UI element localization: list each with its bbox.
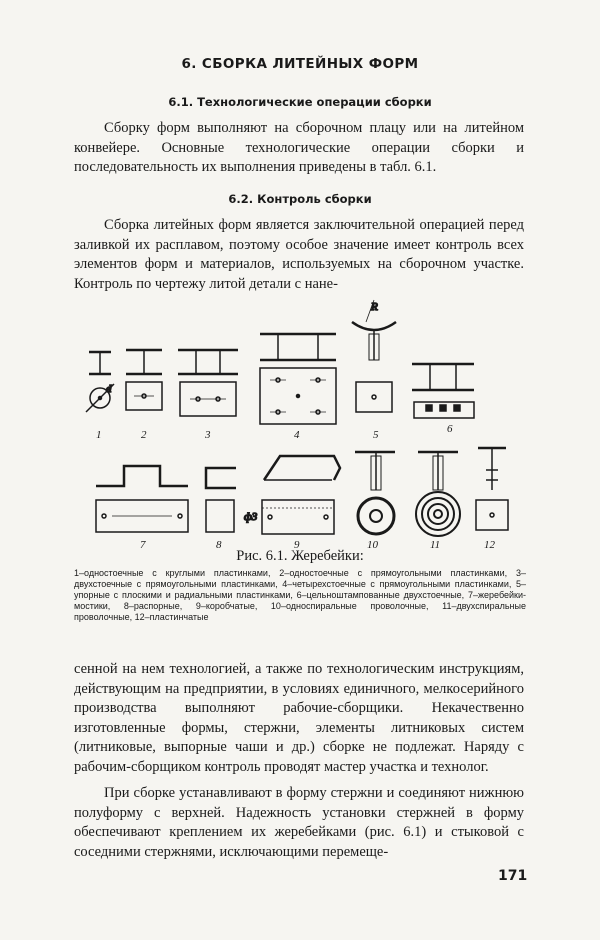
fig-label-12: 12 <box>484 539 496 551</box>
chaplet-5-drawing <box>351 299 397 413</box>
chaplet-1-drawing <box>85 350 115 413</box>
subsection-2-paragraph: Сборка литейных форм является заключител… <box>74 217 524 292</box>
chaplet-9-drawing <box>261 454 342 535</box>
chaplet-2-drawing <box>125 348 163 411</box>
fig-label-3: 3 <box>204 429 211 441</box>
fig-label-10: 10 <box>367 539 379 551</box>
annotation-phi: ф3 <box>244 511 258 523</box>
annotation-d: d <box>106 383 112 395</box>
section-title: 6. СБОРКА ЛИТЕЙНЫХ ФОРМ <box>181 56 419 72</box>
chaplet-11-drawing <box>415 450 461 537</box>
subsection-1-paragraph: Сборку форм выполняют на сборочном плацу… <box>74 120 524 175</box>
fig-label-5: 5 <box>373 429 379 441</box>
page-number: 171 <box>498 868 528 884</box>
fig-label-8: 8 <box>216 539 222 551</box>
chaplet-3-drawing <box>178 348 238 417</box>
subsection-1-title: 6.1. Технологические операции сборки <box>168 95 432 109</box>
chaplet-4-drawing <box>259 332 337 425</box>
figure-chaplets-drawing: d <box>85 299 509 551</box>
chaplet-10-drawing <box>355 450 396 536</box>
subsection-2-title: 6.2. Контроль сборки <box>228 192 372 206</box>
fig-label-2: 2 <box>141 429 147 441</box>
continuation-paragraph-2: При сборке устанавливают в форму стержни… <box>74 785 524 860</box>
annotation-R: R <box>370 301 378 313</box>
fig-label-6: 6 <box>447 423 453 435</box>
fig-label-1: 1 <box>96 429 102 441</box>
fig-label-9: 9 <box>294 539 300 551</box>
chaplet-7-drawing <box>95 464 189 533</box>
chaplet-12-drawing <box>475 446 509 531</box>
continuation-paragraph-1: сенной на нем технологией, а также по те… <box>74 661 524 775</box>
fig-label-4: 4 <box>294 429 300 441</box>
fig-label-11: 11 <box>430 539 440 551</box>
chaplet-8-drawing <box>204 466 236 533</box>
fig-label-7: 7 <box>140 539 146 551</box>
figure-caption-title: Рис. 6.1. Жеребейки: <box>236 548 364 564</box>
chaplet-6-drawing <box>412 362 475 419</box>
figure-caption-legend: 1–одностоечные с круглыми пластинками, 2… <box>74 568 526 622</box>
